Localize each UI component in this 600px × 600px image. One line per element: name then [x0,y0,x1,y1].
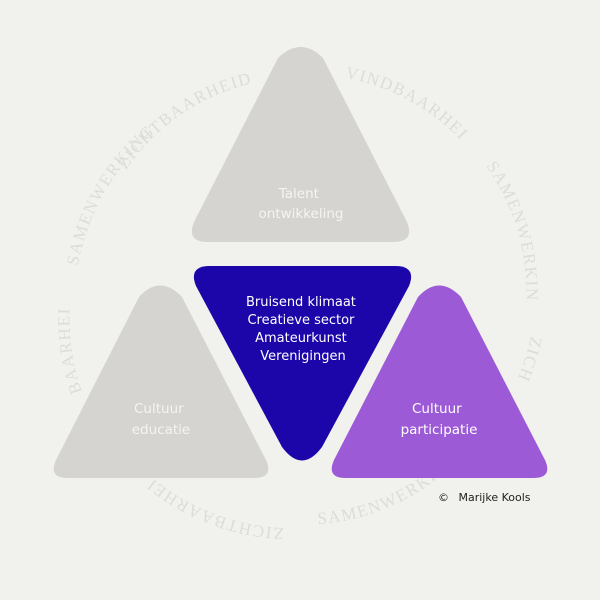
triangle-top-label: Talent ontwikkeling [259,186,344,222]
ring-word-left: SAMENWERKING [63,121,158,267]
triangle-right-label: Cultuur participatie [401,401,478,438]
triangle-left-line1: Cultuur [134,401,184,417]
center-line-1: Bruisend klimaat [246,295,356,310]
triangle-center [193,266,412,461]
triangle-top-line1: Talent [278,186,319,202]
credit-author: Marijke Kools [458,491,531,504]
triangle-cultuur-participatie [331,285,548,478]
triangle-right-line1: Cultuur [412,401,462,417]
copyright-icon: © [438,491,449,504]
triangle-talent-ontwikkeling [191,47,410,242]
center-line-4: Verenigingen [260,349,345,364]
triangle-cultuur-educatie [53,285,269,478]
triangle-right-line2: participatie [401,422,478,438]
triangle-left-line2: educatie [132,422,190,438]
center-line-2: Creatieve sector [247,313,355,328]
triangle-top-line2: ontwikkeling [259,206,344,222]
center-line-3: Amateurkunst [255,331,347,346]
triangle-left-label: Cultuur educatie [132,401,190,438]
ring-word-top-right: VINDBAARHEID [0,0,472,144]
credit: © Marijke Kools [438,491,531,504]
ring-word-right-lower: ZICH [514,335,546,385]
triangle-center-label: Bruisend klimaat Creatieve sector Amateu… [246,295,360,364]
ring-word-lower-left: BAARHEID [0,0,86,397]
